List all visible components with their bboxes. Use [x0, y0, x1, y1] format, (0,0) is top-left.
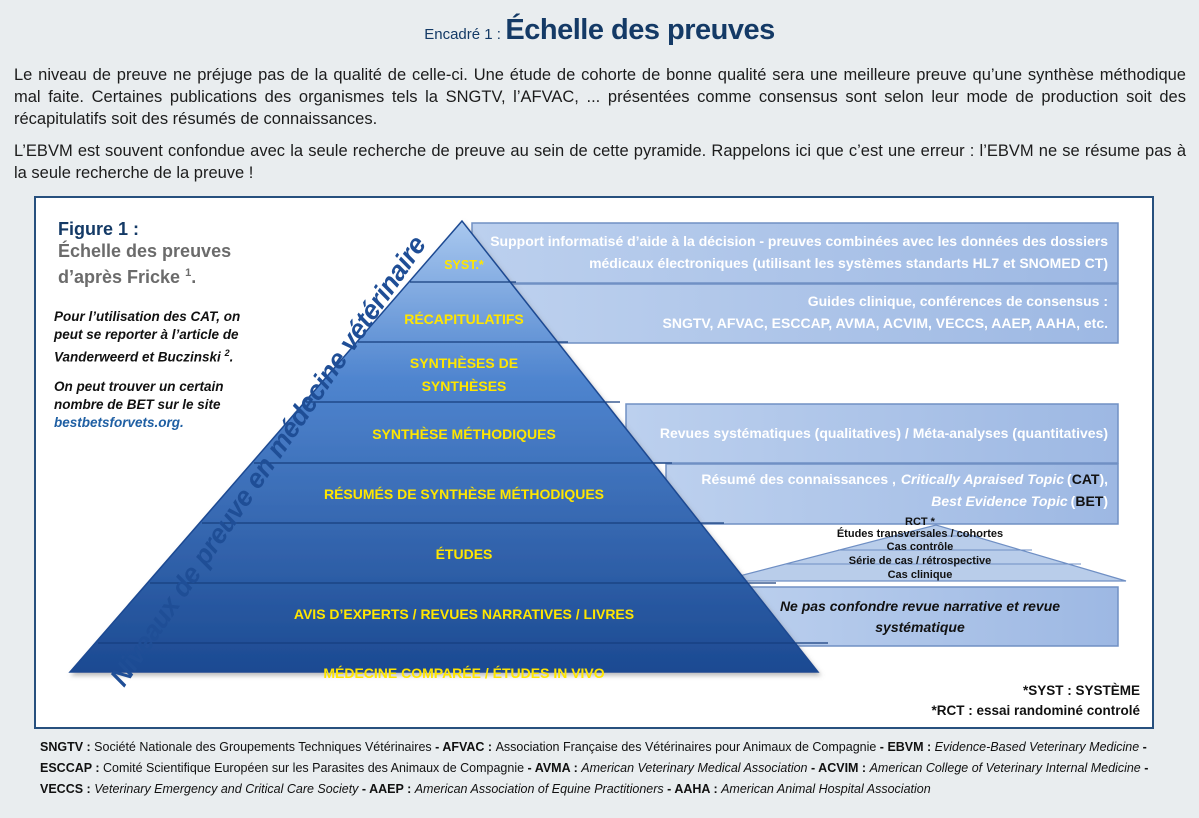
abbreviation-code: AAHA [674, 782, 710, 796]
avis-box-line2: systématique [875, 619, 965, 635]
avis-box-texts: Ne pas confondre revue narrative et revu… [780, 598, 1060, 635]
recap-box [511, 283, 1119, 344]
recap-box-line1: Guides clinique, conférences de consensu… [808, 293, 1108, 309]
study-pyramid [719, 524, 1127, 582]
level-syst: SYST.* [444, 258, 484, 272]
evidence-pyramid-diagram: Niveaux de preuve en médecine vétérinair… [68, 219, 1127, 691]
abbreviation-code: ACVIM [818, 761, 859, 775]
avis-box-line1: Ne pas confondre revue narrative et revu… [780, 598, 1060, 614]
study-cas-clinique: Cas clinique [888, 569, 953, 581]
abbreviation-item: AFVAC : Association Française des Vétéri… [442, 740, 877, 754]
level-avis-experts: AVIS D’EXPERTS / REVUES NARRATIVES / LIV… [294, 606, 634, 622]
abbreviation-text: American College of Veterinary Internal … [869, 761, 1141, 775]
level-medecine-comparee: MÉDECINE COMPARÉE / ÉTUDES IN VIVO [323, 665, 604, 681]
abbreviation-item: EBVM : Evidence-Based Veterinary Medicin… [887, 740, 1140, 754]
abbreviation-text: American Veterinary Medical Association [581, 761, 808, 775]
cat-note-line3: Vanderweerd et Buczinski [54, 349, 221, 365]
box-heading: Échelle des preuves [505, 14, 775, 46]
resume-box [665, 463, 1119, 525]
abbreviation-code: EBVM [887, 740, 924, 754]
box-title: Encadré 1 : Échelle des preuves [0, 14, 1199, 47]
box-label: Encadré 1 : [424, 26, 501, 43]
figure-title: Figure 1 : Échelle des preuves d’après F… [58, 219, 232, 287]
pyramid-level-lines [98, 281, 828, 644]
synth-box [625, 403, 1119, 464]
abbreviation-item: AAEP : American Association of Equine Pr… [369, 782, 664, 796]
cat-note: Pour l’utilisation des CAT, on peut se r… [54, 308, 274, 367]
figure-label: Figure 1 : [58, 219, 140, 239]
abbreviations: SNGTV : Société Nationale des Groupement… [40, 740, 1149, 796]
study-cas-controle: Cas contrôle [887, 541, 954, 553]
resume-box-line2: Best Evidence Topic(BET) [931, 493, 1108, 509]
abbreviation-code: AAEP [369, 782, 404, 796]
abbreviation-text: Veterinary Emergency and Critical Care S… [94, 782, 359, 796]
figure-frame: Figure 1 : Échelle des preuves d’après F… [34, 196, 1154, 729]
figure-title-line1: Échelle des preuves [58, 241, 232, 261]
abbreviation-item: AAHA : American Animal Hospital Associat… [674, 782, 931, 796]
abbreviation-item: ACVIM : American College of Veterinary I… [818, 761, 1141, 775]
box-texts: Support informatisé d’aide à la décision… [490, 233, 1108, 509]
abbreviation-code: AVMA [534, 761, 571, 775]
bet-note-line2: nombre de BET sur le site [54, 397, 221, 412]
syst-box-line2: médicaux électroniques (utilisant les sy… [589, 255, 1108, 271]
level-synth-of-synth-1: SYNTHÈSES DE [410, 355, 518, 371]
syst-box-line1: Support informatisé d’aide à la décision… [490, 233, 1108, 249]
figure-title-ref: 1 [185, 267, 192, 279]
resume-box-line1: Résumé des connaissances ,Critically Apr… [701, 471, 1108, 487]
syst-box [471, 222, 1119, 284]
figure-title-line2: d’après Fricke [58, 267, 181, 287]
study-rct: RCT * [905, 516, 936, 528]
bet-note: On peut trouver un certain nombre de BET… [54, 378, 274, 432]
abbreviation-item: VECCS : Veterinary Emergency and Critica… [40, 782, 359, 796]
level-resumes: RÉSUMÉS DE SYNTHÈSE MÉTHODIQUES [324, 486, 604, 502]
study-serie-cas: Série de cas / rétrospective [849, 555, 991, 567]
figure-footnotes: *SYST : SYSTÈME *RCT : essai randominé c… [931, 681, 1140, 721]
level-synth-methodique: SYNTHÈSE MÉTHODIQUES [372, 426, 556, 442]
abbreviation-text: American Association of Equine Practitio… [414, 782, 664, 796]
abbreviation-text: Société Nationale des Groupements Techni… [94, 740, 432, 754]
abbreviation-item: ESCCAP : Comité Scientifique Européen su… [40, 761, 525, 775]
synth-box-text: Revues systématiques (qualitatives) / Mé… [660, 425, 1108, 441]
recap-box-line2: SNGTV, AFVAC, ESCCAP, AVMA, ACVIM, VECCS… [663, 315, 1108, 331]
footnote-syst: *SYST : SYSTÈME [1022, 683, 1140, 698]
abbreviation-text: Comité Scientifique Européen sur les Par… [102, 761, 525, 775]
bet-note-line1: On peut trouver un certain [54, 379, 224, 394]
abbreviation-code: AFVAC [442, 740, 485, 754]
main-pyramid [68, 219, 820, 673]
intro-paragraph-1: Le niveau de preuve ne préjuge pas de la… [14, 66, 1186, 128]
level-recap: RÉCAPITULATIFS [404, 311, 524, 327]
abbreviation-item: SNGTV : Société Nationale des Groupement… [40, 740, 432, 754]
level-synth-of-synth-2: SYNTHÈSES [422, 378, 507, 394]
abbreviation-code: SNGTV [40, 740, 84, 754]
pyramid-levels: SYST.* RÉCAPITULATIFS SYNTHÈSES DE SYNTH… [294, 258, 634, 681]
abbreviation-code: VECCS [40, 782, 84, 796]
footnote-rct: *RCT : essai randominé controlé [931, 703, 1140, 718]
abbreviation-text: Association Française des Vétérinaires p… [495, 740, 877, 754]
level-etudes: ÉTUDES [436, 546, 493, 562]
bestbets-link[interactable]: bestbetsforvets.org. [54, 415, 184, 430]
abbreviation-code: ESCCAP [40, 761, 92, 775]
study-transversales: Études transversales / cohortes [837, 527, 1003, 540]
abbreviation-text: American Animal Hospital Association [721, 782, 931, 796]
abbreviation-text: Evidence-Based Veterinary Medicine [934, 740, 1140, 754]
abbreviation-item: AVMA : American Veterinary Medical Assoc… [534, 761, 808, 775]
intro-paragraph-2: L’EBVM est souvent confondue avec la seu… [14, 142, 1186, 182]
cat-note-line2: peut se reporter à l’article de [54, 327, 239, 342]
cat-note-line1: Pour l’utilisation des CAT, on [54, 309, 241, 324]
study-pyramid-texts: RCT * Études transversales / cohortes Ca… [837, 516, 1003, 581]
cat-note-ref: 2 [224, 348, 230, 358]
